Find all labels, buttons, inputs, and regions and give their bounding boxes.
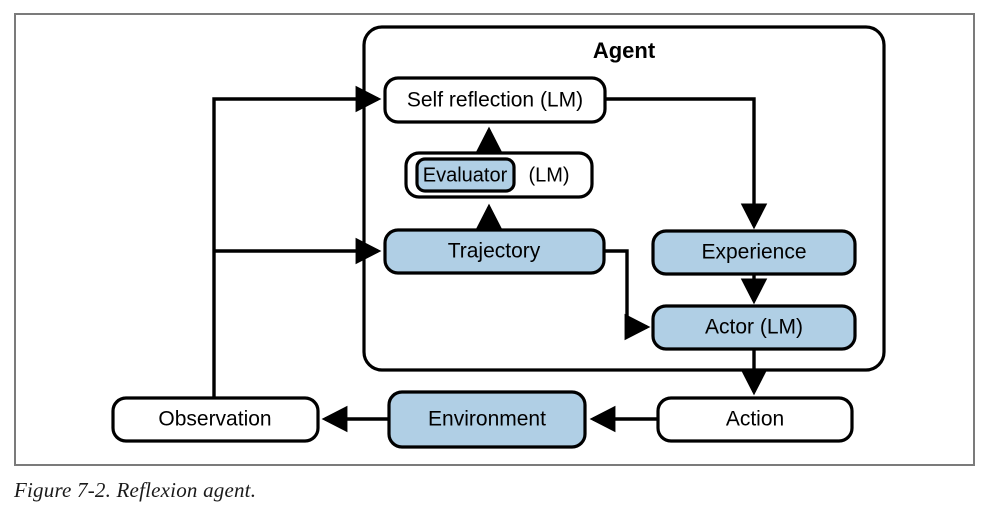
node-actor[interactable]: Actor (LM) [651,304,857,351]
actor-box[interactable] [651,304,857,351]
agent-group-box [362,25,886,372]
environment-box[interactable] [387,390,587,449]
reflexion-agent-diagram: Agent Self reflection (LM) [111,25,886,449]
figure-caption: Figure 7-2. Reflexion agent. [14,478,257,502]
self-reflection-box[interactable] [383,76,607,124]
action-box[interactable] [656,396,854,443]
observation-box[interactable] [111,396,320,443]
action-label: Action [726,408,784,431]
node-experience[interactable]: Experience [651,229,857,276]
experience-label: Experience [701,241,806,264]
agent-group-title: Agent [593,38,656,63]
evaluator-inner-label: Evaluator [423,164,508,186]
node-evaluator[interactable]: Evaluator (LM) [404,151,594,199]
node-action[interactable]: Action [656,396,854,443]
node-observation[interactable]: Observation [111,396,320,443]
environment-label: Environment [428,408,546,431]
evaluator-inner-box[interactable] [415,157,516,193]
actor-label: Actor (LM) [705,316,803,339]
trajectory-label: Trajectory [448,240,541,263]
evaluator-lm-suffix-label: (LM) [528,164,569,186]
node-environment[interactable]: Environment [387,390,587,449]
node-self-reflection[interactable]: Self reflection (LM) [383,76,607,124]
experience-box[interactable] [651,229,857,276]
edge-self-reflection-to-experience [606,97,768,230]
self-reflection-label: Self reflection (LM) [407,89,583,112]
trajectory-box[interactable] [383,228,606,275]
edge-trajectory-to-actor [604,249,651,341]
edge-observation-to-self-reflection [212,85,382,398]
node-trajectory[interactable]: Trajectory [383,228,606,275]
observation-label: Observation [158,408,271,431]
